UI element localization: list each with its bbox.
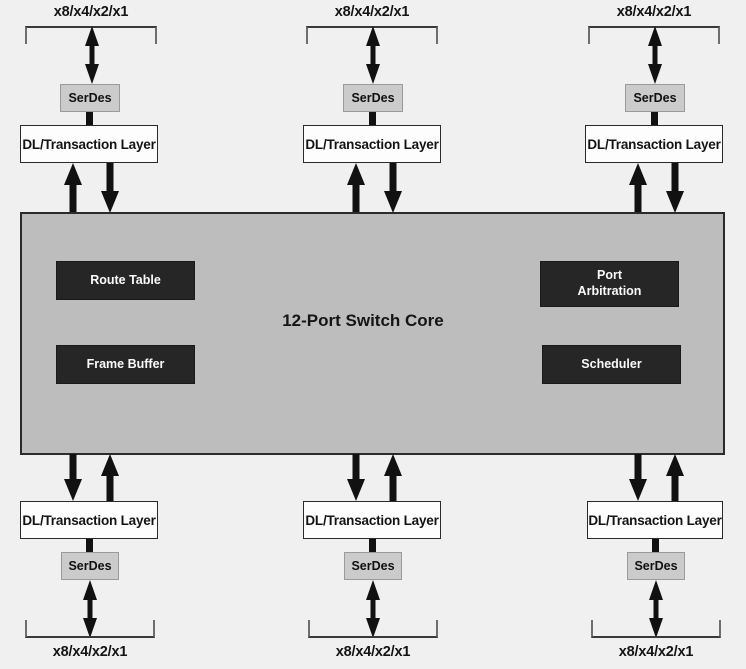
port-arbitration-block: Port Arbitration: [540, 261, 679, 307]
top-port-3-bidirectional-arrow: [648, 26, 662, 84]
bottom-port-2-dl-transaction-layer: DL/Transaction Layer: [303, 501, 441, 539]
top-port-2-downlink-arrow: [384, 163, 402, 213]
bottom-port-1-lane-bracket: [25, 620, 155, 638]
top-port-1-lane-bracket: [25, 26, 157, 44]
bottom-port-3-serdes-dl-link: [652, 539, 659, 553]
top-port-2-bidirectional-arrow: [366, 26, 380, 84]
top-port-1-uplink-arrow: [64, 163, 82, 213]
bottom-port-3-downlink-arrow: [629, 454, 647, 501]
bottom-port-2-serdes-dl-link: [369, 539, 376, 553]
top-port-3-uplink-arrow: [629, 163, 647, 213]
top-port-3-dl-transaction-layer: DL/Transaction Layer: [585, 125, 723, 163]
bottom-port-1-uplink-arrow: [101, 454, 119, 501]
bottom-port-2-lane-bracket: [308, 620, 438, 638]
top-port-3-downlink-arrow: [666, 163, 684, 213]
bottom-port-1-bidirectional-arrow: [83, 580, 97, 638]
scheduler-block: Scheduler: [542, 345, 681, 384]
top-port-2-lane-label: x8/x4/x2/x1: [334, 4, 410, 20]
top-port-3-lane-bracket: [588, 26, 720, 44]
bottom-port-3-lane-bracket: [591, 620, 721, 638]
bottom-port-3-bidirectional-arrow: [649, 580, 663, 638]
bottom-port-2-serdes: SerDes: [344, 552, 402, 580]
top-port-1-dl-transaction-layer: DL/Transaction Layer: [20, 125, 158, 163]
top-port-3-serdes: SerDes: [625, 84, 685, 112]
bottom-port-1-serdes: SerDes: [61, 552, 119, 580]
top-port-1-serdes-dl-link: [86, 112, 93, 126]
top-port-2-uplink-arrow: [347, 163, 365, 213]
bottom-port-1-dl-transaction-layer: DL/Transaction Layer: [20, 501, 158, 539]
top-port-2-serdes-dl-link: [369, 112, 376, 126]
bottom-port-2-downlink-arrow: [347, 454, 365, 501]
top-port-3-serdes-dl-link: [651, 112, 658, 126]
top-port-1-downlink-arrow: [101, 163, 119, 213]
bottom-port-1-serdes-dl-link: [86, 539, 93, 553]
route-table-block: Route Table: [56, 261, 195, 300]
top-port-2-dl-transaction-layer: DL/Transaction Layer: [303, 125, 441, 163]
frame-buffer-block: Frame Buffer: [56, 345, 195, 384]
bottom-port-3-uplink-arrow: [666, 454, 684, 501]
bottom-port-3-serdes: SerDes: [627, 552, 685, 580]
top-port-2-serdes: SerDes: [343, 84, 403, 112]
bottom-port-1-downlink-arrow: [64, 454, 82, 501]
top-port-2-lane-bracket: [306, 26, 438, 44]
bottom-port-2-uplink-arrow: [384, 454, 402, 501]
top-port-1-serdes: SerDes: [60, 84, 120, 112]
bottom-port-2-lane-label: x8/x4/x2/x1: [335, 644, 411, 660]
bottom-port-3-lane-label: x8/x4/x2/x1: [618, 644, 694, 660]
top-port-1-lane-label: x8/x4/x2/x1: [53, 4, 129, 20]
top-port-3-lane-label: x8/x4/x2/x1: [616, 4, 692, 20]
switch-core: [20, 212, 725, 455]
bottom-port-1-lane-label: x8/x4/x2/x1: [52, 644, 128, 660]
bottom-port-3-dl-transaction-layer: DL/Transaction Layer: [587, 501, 723, 539]
top-port-1-bidirectional-arrow: [85, 26, 99, 84]
switch-core-title: 12-Port Switch Core: [282, 311, 444, 330]
bottom-port-2-bidirectional-arrow: [366, 580, 380, 638]
